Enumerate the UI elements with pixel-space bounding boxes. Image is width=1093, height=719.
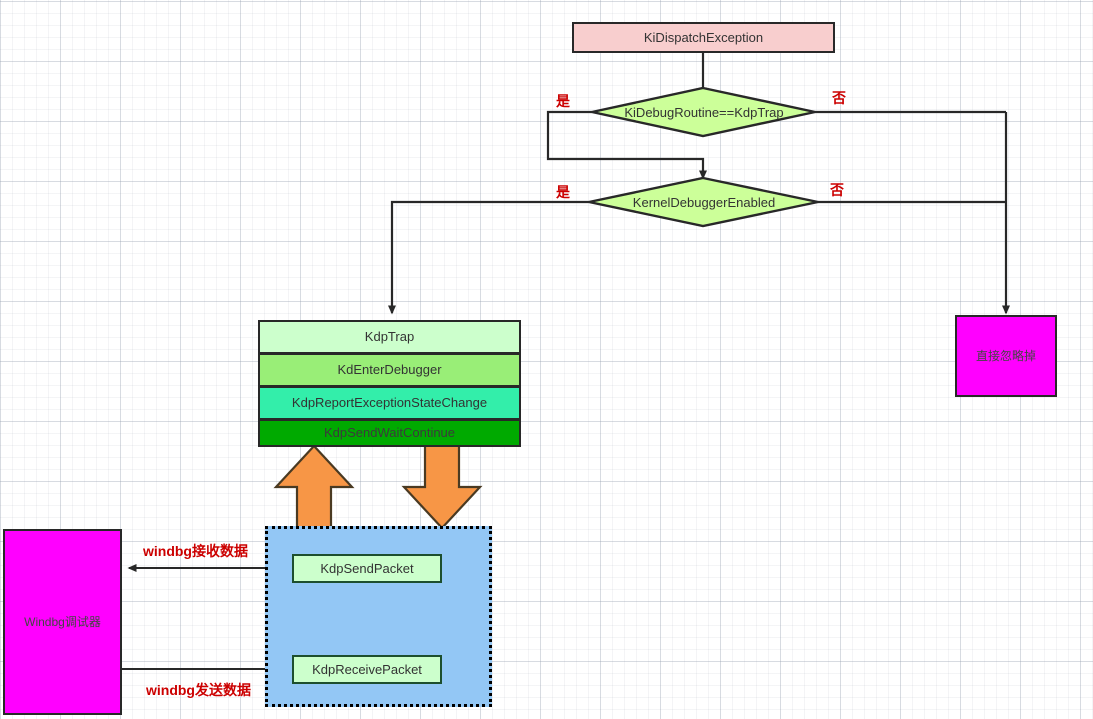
edge-label-decision2-no: 否 [830, 182, 844, 198]
edge-label-decision1-no: 否 [832, 90, 846, 106]
downlink-big-arrow-icon [401, 442, 483, 530]
node-label: KiDebugRoutine==KdpTrap [624, 104, 784, 120]
node-decision-kidebugroutine[interactable]: KiDebugRoutine==KdpTrap [592, 88, 816, 136]
edge-decision1-yes [546, 110, 707, 180]
node-label: KdpReceivePacket [312, 661, 422, 677]
node-label: KdpTrap [364, 329, 415, 345]
edge-label-decision2-yes: 是 [556, 184, 570, 200]
node-kdptrap[interactable]: KdpTrap [258, 320, 521, 354]
node-kdpsendpacket[interactable]: KdpSendPacket [292, 554, 442, 583]
node-label: KernelDebuggerEnabled [632, 194, 776, 210]
node-kdpsendwaitcontinue[interactable]: KdpSendWaitContinue [258, 419, 521, 447]
node-decision-kerneldebuggerenabled[interactable]: KernelDebuggerEnabled [589, 178, 819, 226]
edge-decision2-yes [388, 200, 589, 315]
decision-2-shape [588, 176, 819, 228]
node-windbg-debugger[interactable]: Windbg调试器 [3, 529, 122, 715]
decision-1-shape [591, 86, 816, 138]
edge-label-windbg-receive: windbg接收数据 [143, 543, 248, 559]
node-label: KdEnterDebugger [337, 362, 442, 378]
node-label: KdpSendWaitContinue [323, 425, 456, 441]
node-label: KdpSendPacket [320, 560, 414, 576]
node-kdpreportexceptionstatechange[interactable]: KdpReportExceptionStateChange [258, 386, 521, 420]
node-label: Windbg调试器 [24, 614, 101, 629]
node-label: KdpReportExceptionStateChange [291, 395, 488, 411]
node-kdpreceivepacket[interactable]: KdpReceivePacket [292, 655, 442, 684]
edge-label-windbg-send: windbg发送数据 [146, 682, 251, 698]
node-label: KiDispatchException [643, 29, 764, 45]
edge-label-decision1-yes: 是 [556, 93, 570, 109]
node-kidispatchexception[interactable]: KiDispatchException [572, 22, 835, 53]
node-kdenterdebugger[interactable]: KdEnterDebugger [258, 353, 521, 387]
uplink-big-arrow-icon [273, 444, 355, 536]
node-ignore-directly[interactable]: 直接忽略掉 [955, 315, 1057, 397]
node-label: 直接忽略掉 [975, 348, 1036, 363]
